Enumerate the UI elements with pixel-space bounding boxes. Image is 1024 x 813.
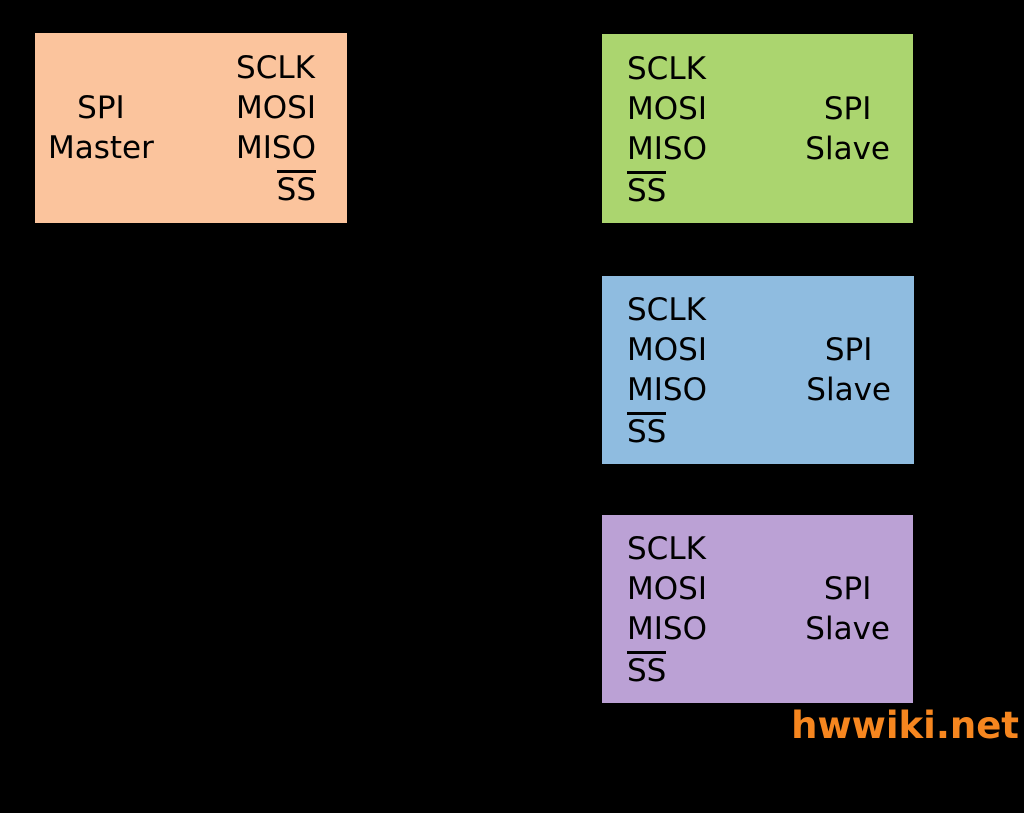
slave-3-pins: SCLK MOSI MISO SS <box>627 529 707 689</box>
slave-1-pin-sclk: SCLK <box>627 50 706 87</box>
slave-2-pins: SCLK MOSI MISO SS <box>627 290 707 450</box>
slave-3-pin-ss-row: SS <box>627 649 707 689</box>
slave-2-label: SPI Slave <box>806 330 891 410</box>
slave-1-label-line1: SPI <box>823 90 872 127</box>
slave-2-pin-mosi: MOSI <box>627 332 707 368</box>
slave-1-pin-miso: MISO <box>627 130 707 167</box>
slave-2-label-line2: Slave <box>806 372 891 408</box>
slave-3-pin-mosi: MOSI <box>627 571 707 607</box>
master-pin-ss: SS <box>276 170 316 208</box>
spi-master-box: SPI Master SCLK MOSI MISO SS <box>35 33 347 223</box>
slave-1-label-line2: Slave <box>805 130 890 167</box>
slave-3-pin-ss: SS <box>627 651 667 689</box>
slave-1-pins: SCLK MOSI MISO SS <box>627 49 707 209</box>
master-pin-ss-row: SS <box>236 168 316 208</box>
slave-1-pin-ss: SS <box>627 170 667 209</box>
slave-3-label-line1: SPI <box>823 571 872 607</box>
master-pin-mosi: MOSI <box>236 90 316 126</box>
slave-3-label-line2: Slave <box>805 611 890 647</box>
master-label-line2: Master <box>48 130 154 166</box>
slave-1-label: SPI Slave <box>805 89 890 169</box>
master-pin-miso: MISO <box>236 130 316 166</box>
spi-slave-1-box: SCLK MOSI MISO SS SPI Slave <box>602 34 913 223</box>
slave-2-pin-miso: MISO <box>627 372 707 408</box>
spi-slave-3-box: SCLK MOSI MISO SS SPI Slave <box>602 515 913 703</box>
slave-2-pin-ss-row: SS <box>627 410 707 450</box>
master-pin-sclk: SCLK <box>236 50 315 86</box>
master-label: SPI Master <box>48 88 154 168</box>
slave-1-pin-mosi: MOSI <box>627 90 707 127</box>
master-pins: SCLK MOSI MISO SS <box>236 48 316 208</box>
slave-2-pin-sclk: SCLK <box>627 292 706 328</box>
spi-slave-2-box: SCLK MOSI MISO SS SPI Slave <box>602 276 914 464</box>
master-label-line1: SPI <box>77 90 125 126</box>
slave-1-pin-ss-row: SS <box>627 169 707 209</box>
watermark-hwwiki: hwwiki.net <box>791 704 1019 747</box>
slave-3-pin-miso: MISO <box>627 611 707 647</box>
slave-3-label: SPI Slave <box>805 569 890 649</box>
slave-2-label-line1: SPI <box>824 332 873 368</box>
slave-3-pin-sclk: SCLK <box>627 531 706 567</box>
slave-2-pin-ss: SS <box>627 412 667 450</box>
